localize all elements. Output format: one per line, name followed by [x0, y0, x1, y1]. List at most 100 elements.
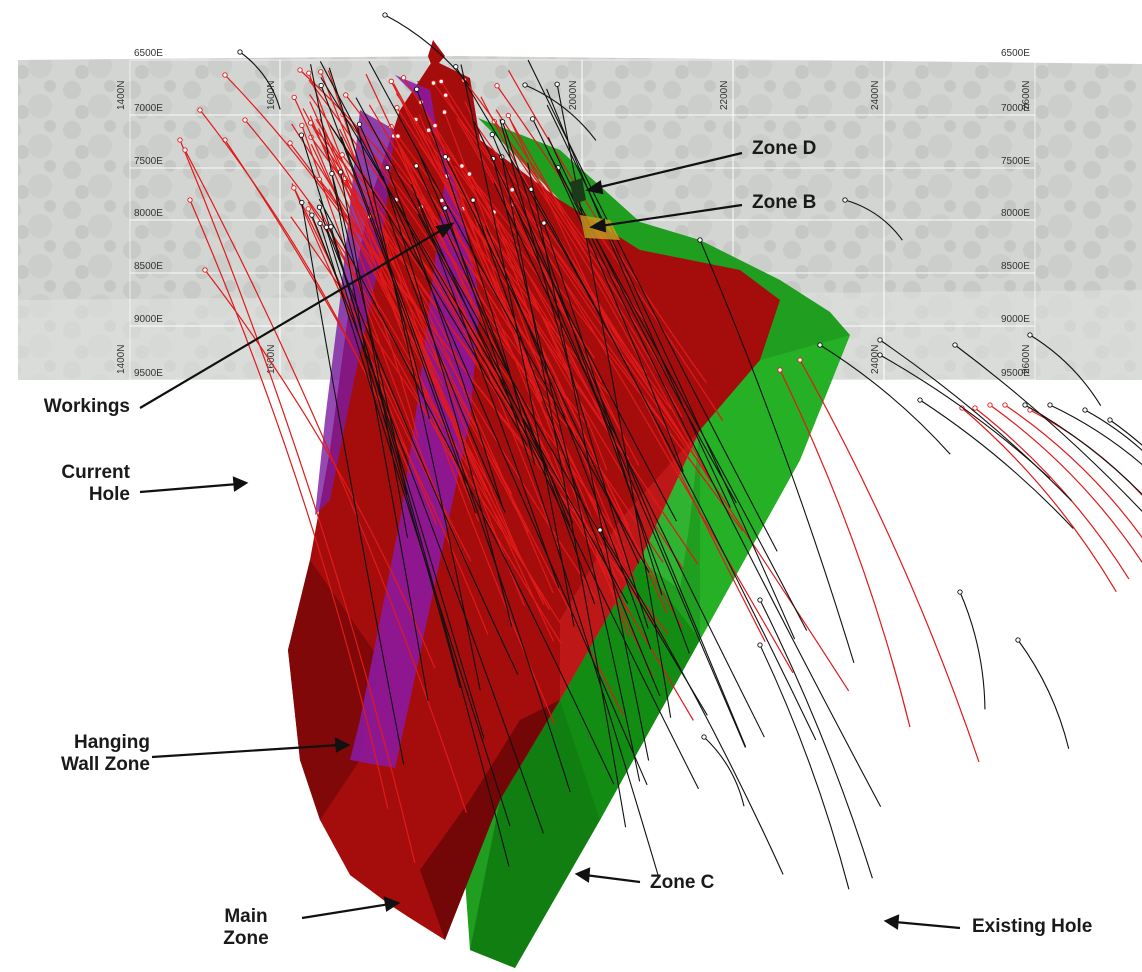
hole-trace [1024, 404, 1142, 495]
easting-label-right: 9500E [1001, 368, 1030, 379]
hole-trace [318, 178, 669, 635]
existing-hole-label: Existing Hole [972, 916, 1093, 937]
hole-trace [291, 183, 469, 567]
hole-collar [877, 337, 883, 343]
hole-trace [461, 165, 744, 532]
hole-trace [511, 189, 850, 692]
hole-collar [197, 107, 203, 113]
northing-label-top: 2600N [1021, 81, 1032, 110]
hole-trace [1049, 404, 1142, 466]
hole-collar [394, 105, 400, 111]
hole-trace [307, 201, 550, 611]
hole-trace [527, 59, 778, 552]
easting-label-left: 8500E [134, 261, 163, 272]
hole-trace [1109, 419, 1142, 446]
hole-collar [328, 224, 334, 230]
hole-trace [599, 529, 784, 875]
hole-collar [757, 642, 763, 648]
hole-collar [242, 117, 248, 123]
hole-trace [357, 127, 481, 691]
hole-trace [330, 226, 510, 867]
hole-trace [440, 81, 686, 448]
hole-collar [1082, 407, 1088, 413]
hole-collar [530, 116, 536, 122]
hole-collar [323, 224, 330, 230]
hole-collar [182, 147, 188, 153]
hole-trace [799, 359, 980, 763]
easting-label-left: 6500E [134, 48, 163, 59]
hole-collar [413, 163, 419, 169]
hole-collar [305, 206, 311, 212]
hole-collar [757, 597, 763, 603]
workings-label: Workings [43, 396, 130, 417]
hole-trace [309, 101, 438, 375]
hole-collar [298, 132, 305, 138]
easting-label-left: 7000E [134, 103, 163, 114]
hole-trace [819, 344, 951, 455]
hole-collar [291, 185, 297, 191]
hole-trace [315, 118, 464, 369]
hole-trace [244, 119, 469, 477]
hole-trace [444, 156, 640, 564]
easting-label-left: 9000E [134, 314, 163, 325]
hole-collar [1047, 402, 1053, 408]
hole-trace [310, 64, 429, 701]
hole-trace [189, 199, 389, 809]
easting-label-right: 7500E [1001, 156, 1030, 167]
hole-collar [438, 78, 444, 85]
hole-trace [319, 61, 554, 480]
hole-trace [509, 118, 713, 484]
hole-collar [443, 92, 449, 98]
hole-trace [1029, 409, 1142, 496]
hole-trace [291, 123, 529, 534]
hole-collar [489, 131, 495, 138]
hole-trace [320, 71, 525, 566]
hole-collar [187, 197, 193, 203]
hole-collar [382, 12, 388, 18]
hole-trace [779, 369, 911, 728]
hole-trace [495, 109, 647, 322]
hole-trace [355, 97, 708, 716]
hole-trace [485, 225, 652, 650]
hole-collar [957, 589, 963, 595]
hole-trace [501, 156, 627, 828]
hole-collar [697, 237, 703, 243]
hole-collar [1022, 402, 1028, 408]
hole-trace [390, 81, 683, 629]
hole-trace [329, 124, 528, 446]
hole-collar [318, 69, 324, 75]
hole-trace [532, 118, 684, 472]
hole-collar [306, 70, 312, 76]
hole-collar [522, 82, 528, 88]
workings-arrow [139, 222, 455, 409]
hole-trace [961, 407, 1117, 593]
zone-d-label: Zone D [752, 138, 817, 159]
hanging-wall-arrow [151, 737, 351, 759]
hole-trace [293, 187, 472, 562]
hole-trace [384, 14, 470, 87]
hole-trace [499, 119, 649, 629]
hole-trace [341, 154, 626, 546]
hole-trace [416, 148, 596, 605]
hole-trace [496, 85, 724, 421]
hole-collar [972, 405, 978, 411]
hole-trace [759, 599, 873, 879]
hole-trace [455, 66, 690, 487]
northing-label-bottom: 1400N [116, 345, 127, 374]
hole-collar [337, 169, 344, 175]
easting-label-right: 8000E [1001, 208, 1030, 219]
hole-trace [340, 136, 571, 792]
easting-label-right: 7000E [1001, 103, 1030, 114]
hole-trace [320, 85, 477, 514]
northing-label-bottom: 2400N [870, 345, 881, 374]
hole-trace [318, 207, 461, 688]
hole-trace [224, 139, 489, 635]
hole-trace [844, 199, 903, 241]
zone-c-label: Zone C [650, 872, 715, 893]
hole-trace [359, 124, 648, 786]
hole-trace [318, 198, 615, 785]
hanging-wall-zone-solid [315, 75, 480, 768]
hole-collar [432, 122, 438, 129]
hole-trace [396, 107, 699, 565]
